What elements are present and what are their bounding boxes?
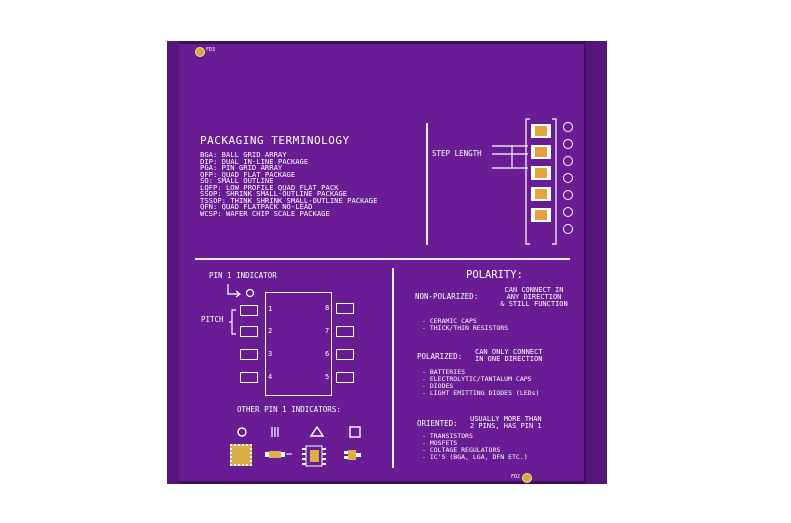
smd-pad-1 [531,124,551,138]
desc-line: 2 PINS, HAS PIN 1 [470,422,542,430]
packaging-line: LQFP: LOW PROFILE QUAD FLAT PACK [200,182,339,192]
sot23-footprint-icon [344,450,361,460]
ic-pin-left [240,305,258,316]
through-hole-4 [563,173,573,183]
divider-horizontal [195,258,570,260]
smd-pad-3 [531,166,551,180]
qfn-chip-icon [230,444,252,466]
through-hole-3 [563,156,573,166]
smd-pad-2 [531,145,551,159]
ic-pin-right [336,303,354,314]
list-item: - COLTAGE REGULATORS [422,446,501,454]
through-hole-5 [563,190,573,200]
pin-number: 4 [268,373,273,381]
desc-line: CAN ONLY CONNECT [475,348,543,356]
ic-body [265,292,332,396]
pin-number: 5 [325,373,330,381]
oriented-desc: USUALLY MORE THAN 2 PINS, HAS PIN 1 [470,416,542,430]
oriented-label: ORIENTED: [417,419,458,428]
oriented-list: - TRANSISTORS - MOSFETS - COLTAGE REGULA… [422,433,528,461]
divider-vertical-bottom [392,268,394,468]
pin-number: 8 [325,304,330,312]
desc-line: CAN CONNECT IN [504,286,564,294]
soic-footprint-icon [302,445,326,467]
packaging-line: TSSOP: THINK SHRINK SMALL-OUTLINE PACKAG… [200,195,378,205]
packaging-title: PACKAGING TERMINOLOGY [200,134,350,147]
list-item: - CERAMIC CAPS [422,317,477,325]
list-item: - LIGHT EMITTING DIODES (LEDs) [422,389,540,397]
packaging-line: SSOP: SHRINK SMALL-OUTLINE PACKAGE [200,189,348,198]
polarized-desc: CAN ONLY CONNECT IN ONE DIRECTION [475,349,542,363]
smd-pad-4 [531,187,551,201]
packaging-line: WCSP: WAFER CHIP SCALE PACKAGE [200,208,330,218]
board-edge-right [586,41,607,484]
packaging-line: PGA: PIN GRID ARRAY [200,163,283,172]
ic-pin-right [336,326,354,337]
desc-line: USUALLY MORE THAN [470,415,542,423]
through-hole-2 [563,139,573,149]
ic-pin-left [240,326,258,337]
desc-line: & STILL FUNCTION [500,300,568,308]
step-length-label: STEP LENGTH [432,149,482,158]
list-item: - ELECTROLYTIC/TANTALUM CAPS [422,375,532,383]
through-hole-1 [563,122,573,132]
packaging-line: SO: SMALL OUTLINE [200,176,274,185]
ic-pin-left [240,349,258,360]
polarized-list: - BATTERIES - ELECTROLYTIC/TANTALUM CAPS… [422,369,539,397]
pin-number: 7 [325,327,330,335]
fiducial-bottom-label: FD2 [511,474,521,480]
other-pin1-label: OTHER PIN 1 INDICATORS: [237,405,341,414]
desc-line: IN ONE DIRECTION [475,355,543,363]
packaging-line: QFN: QUAD FLATPACK NO-LEAD [200,202,313,211]
list-item: - MOSFETS [422,439,458,447]
list-item: - DIODES [422,382,454,390]
pin1-indicator-label: PIN 1 INDICATOR [209,271,277,280]
pin-number: 1 [268,305,273,313]
desc-line: ANY DIRECTION [506,293,562,301]
pin-number: 6 [325,350,330,358]
list-item: - BATTERIES [422,368,466,376]
ic-pin-right [336,372,354,383]
fiducial-top-label: FD3 [206,47,216,53]
packaging-list: BGA: BALL GRID ARRAY DIP: DUAL IN-LINE P… [200,151,377,216]
triangle-indicator-icon [309,425,325,437]
ic-pin-left [240,372,258,383]
divider-vertical-top [426,123,428,245]
through-hole-7 [563,224,573,234]
nonpolarized-list: - CERAMIC CAPS - THICK/THIN RESISTORS [422,318,508,332]
board-edge-left [167,41,179,484]
polarized-label: POLARIZED: [417,352,463,361]
packaging-line: DIP: DUAL IN-LINE PACKAGE [200,156,309,166]
list-item: - TRANSISTORS [422,432,473,440]
fiducial-top-left [195,47,205,57]
ic-pin-right [336,349,354,360]
pitch-label: PITCH [201,315,224,324]
sot-footprint-icon [265,451,292,458]
polarity-title: POLARITY: [466,269,523,281]
packaging-line: BGA: BALL GRID ARRAY [200,150,287,159]
pin-number: 2 [268,327,273,335]
list-item: - IC'S (BGA, LGA, DFN ETC.) [422,453,528,461]
nonpolarized-desc: CAN CONNECT IN ANY DIRECTION & STILL FUN… [494,287,574,308]
list-item: - THICK/THIN RESISTORS [422,324,509,332]
nonpolarized-label: NON-POLARIZED: [415,292,479,301]
smd-pad-5 [531,208,551,222]
bars-indicator-icon [271,427,279,437]
solder-mask-panel [179,44,584,481]
through-hole-6 [563,207,573,217]
packaging-line: QFP: QUAD FLAT PACKAGE [200,169,296,179]
fiducial-bottom-right [522,473,532,483]
square-indicator-icon [349,426,361,438]
pin-number: 3 [268,350,273,358]
circle-indicator-icon [237,427,247,437]
